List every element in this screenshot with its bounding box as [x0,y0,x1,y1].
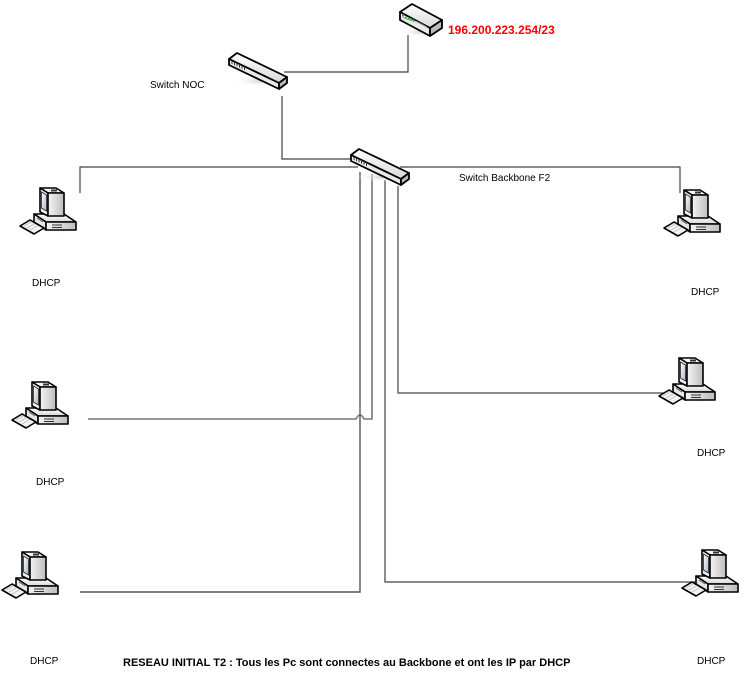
link-backbone-pc-left-1 [79,166,358,193]
computer-icon-left-2[interactable] [11,381,77,429]
link-switch-noc-backbone [281,96,352,160]
link-backbone-pc-left-3 [80,172,361,593]
pc-left-3-label: DHCP [30,656,59,667]
computer-icon-right-3[interactable] [681,549,747,597]
link-router-switch-noc [284,35,409,73]
diagram-caption: RESEAU INITIAL T2 : Tous les Pc sont con… [123,657,571,669]
pc-right-3-label: DHCP [697,656,726,667]
switch-noc-label: Switch NOC [150,80,205,91]
link-backbone-pc-right-2 [397,186,668,394]
pc-right-2-label: DHCP [697,448,726,459]
pc-left-2-label: DHCP [36,477,65,488]
switch-backbone-label: Switch Backbone F2 [459,173,551,184]
router-ip-label: 196.200.223.254/23 [448,23,555,37]
router-icon[interactable] [399,3,445,38]
computer-icon-right-1[interactable] [663,189,729,237]
pc-left-1-label: DHCP [32,278,61,289]
pc-right-1-label: DHCP [691,287,720,298]
computer-icon-right-2[interactable] [658,357,724,405]
link-backbone-pc-right-3 [384,180,696,583]
switch-noc-icon[interactable] [228,52,290,90]
link-backbone-pc-left-2 [88,174,373,420]
computer-icon-left-1[interactable] [19,187,85,235]
link-backbone-pc-right-1 [400,166,681,193]
computer-icon-left-3[interactable] [1,551,67,599]
